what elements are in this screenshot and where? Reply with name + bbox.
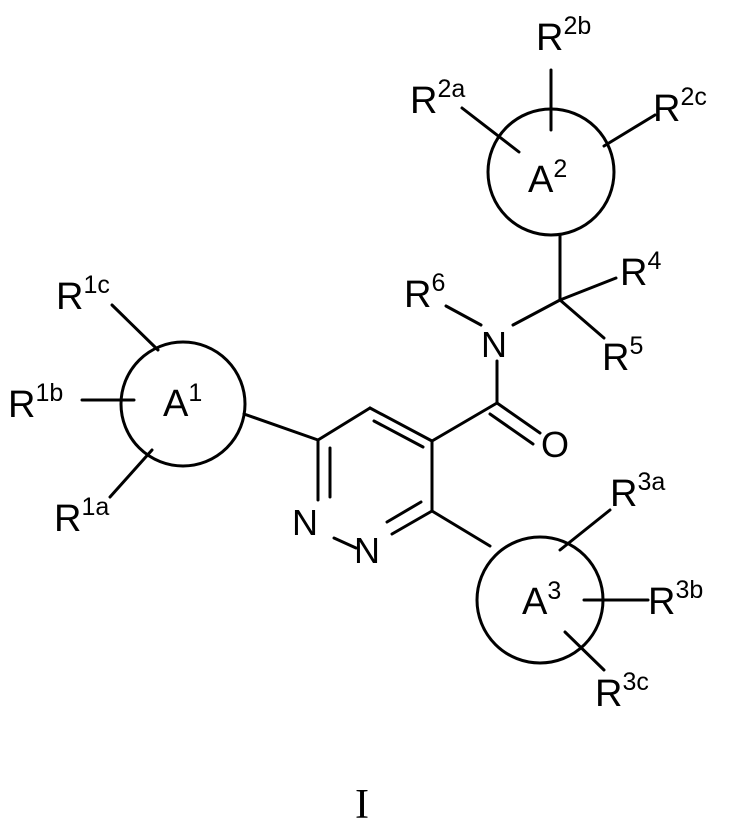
- atom-n1: N: [292, 502, 318, 543]
- substituent-r3b: R3b: [648, 576, 703, 623]
- atom-n-amide: N: [481, 324, 507, 365]
- substituent-r1b: R1b: [8, 379, 63, 426]
- bond-a3-r3a: [560, 510, 610, 550]
- atom-o: O: [541, 424, 569, 465]
- substituent-r2b: R2b: [536, 12, 591, 59]
- bond-c-r4: [560, 278, 616, 300]
- substituent-r1a: R1a: [54, 493, 109, 540]
- bond-carbonyl-o-a: [497, 403, 540, 433]
- substituent-r5: R5: [602, 332, 643, 379]
- substituent-r4: R4: [620, 247, 661, 294]
- ring-a1-label: A1: [163, 379, 202, 425]
- substituent-r2c: R2c: [653, 83, 707, 130]
- bond-n-chiral-c: [513, 300, 560, 325]
- bond-a2-r2c: [604, 115, 655, 146]
- bond-c6-a1: [244, 414, 318, 440]
- bond-c6-c5: [318, 408, 370, 440]
- substituent-r3a: R3a: [610, 468, 665, 515]
- bond-c5-c4-inner: [374, 421, 423, 447]
- bond-a3-r3c: [565, 632, 604, 670]
- bond-c4-carbonyl: [432, 403, 497, 441]
- bond-carbonyl-o-b: [490, 414, 533, 444]
- bond-a2-r2a: [462, 108, 519, 152]
- bond-a1-r1c: [112, 305, 158, 350]
- bond-a1-r1a: [110, 450, 152, 497]
- ring-a2-label: A2: [528, 155, 567, 201]
- substituent-r2a: R2a: [410, 75, 465, 122]
- substituent-r3c: R3c: [595, 668, 649, 715]
- substituent-r6: R6: [404, 269, 445, 316]
- bond-n1-n2: [334, 538, 356, 548]
- bond-c3-a3: [432, 511, 490, 546]
- bond-n-r6: [446, 306, 481, 325]
- ring-a3-label: A3: [522, 577, 561, 623]
- bond-c-r5: [560, 300, 604, 338]
- figure-caption: I: [355, 782, 369, 827]
- substituent-r1c: R1c: [56, 271, 110, 318]
- atom-n2: N: [354, 530, 380, 571]
